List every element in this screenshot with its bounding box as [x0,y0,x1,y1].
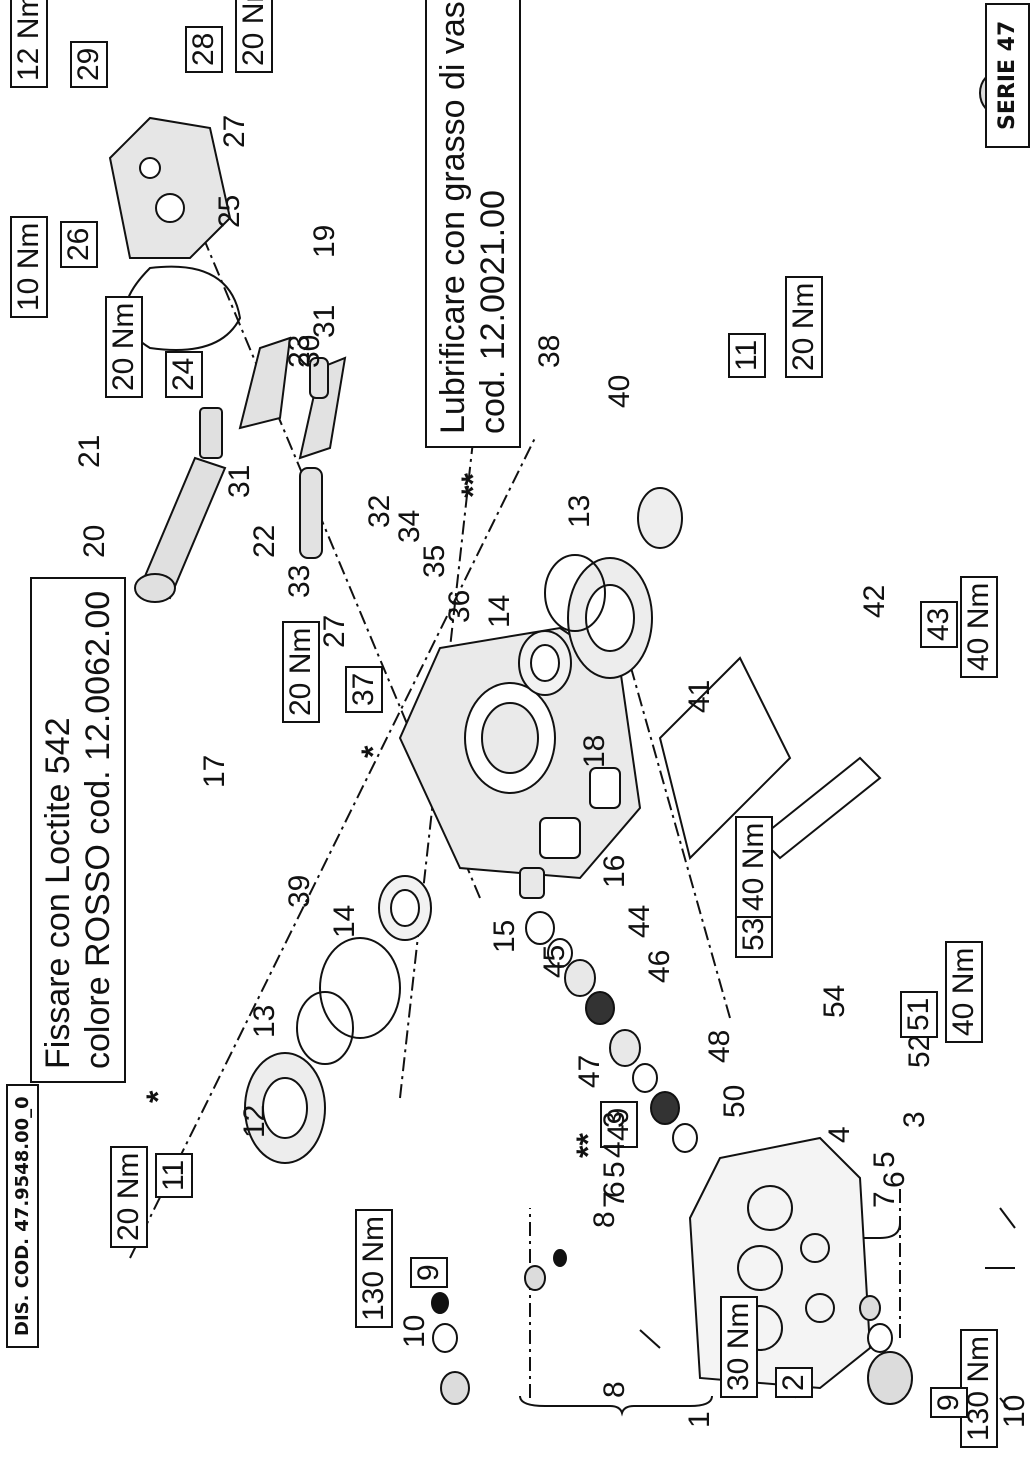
note-grease: Lubrificare con grasso di vaselina cod. … [425,0,521,448]
part-9-top: 9 [410,1257,448,1288]
part-label-38: 38 [533,334,566,368]
part-label-5: 5 [868,1151,901,1168]
part-label-22: 22 [248,524,281,558]
part-label-4: 4 [823,1126,856,1143]
pump-head [688,1136,872,1390]
part-label-10: 10 [998,1394,1030,1428]
part-label-21: 21 [73,434,106,468]
part-label-52: 52 [903,1034,936,1068]
torque-51: 40 Nm [945,940,983,1043]
part-label-7: 7 [598,1191,631,1208]
part-label-39: 39 [283,874,316,908]
part-label-7: 7 [868,1191,901,1208]
part-43: 43 [920,600,958,648]
note-loctite-line2: colore ROSSO cod. 12.0062.00 [79,590,117,1069]
part-label-13: 13 [248,1004,281,1038]
part-26: 26 [60,220,98,268]
torque-26: 10 Nm [10,215,48,318]
marker-37: * [355,745,391,758]
rings [296,487,683,1065]
note-loctite: Fissare con Loctite 542 colore ROSSO cod… [30,576,126,1083]
seal-stack [519,867,698,1153]
connecting-rod [238,336,347,559]
series-label: SERIE 47 [995,20,1020,130]
part-label-13: 13 [563,494,596,528]
part-label-18: 18 [578,734,611,768]
part-label-30: 30 [293,334,326,368]
part-label-3: 3 [898,1111,931,1128]
part-label-16: 16 [598,854,631,888]
part-label-41: 41 [683,679,716,713]
part-label-4: 4 [598,1141,631,1158]
part-label-8: 8 [598,1381,631,1398]
rear-cover [108,116,232,259]
part-label-17: 17 [198,754,231,788]
torque-9-top: 130 Nm [355,1208,393,1328]
part-label-25: 25 [213,194,246,228]
part-label-27: 27 [218,114,251,148]
part-label-36: 36 [443,589,476,623]
part-label-3: 3 [598,1111,631,1128]
part-label-5: 5 [598,1161,631,1178]
part-label-6: 6 [878,1171,911,1188]
part-label-35: 35 [418,544,451,578]
part-24: 24 [165,350,203,398]
part-label-44: 44 [623,904,656,938]
part-11-left: 11 [155,1152,193,1198]
part-label-34: 34 [393,509,426,543]
bearings [378,630,572,941]
torque-37: 20 Nm [282,620,320,723]
torque-11-right: 20 Nm [785,275,823,378]
part-label-40: 40 [603,374,636,408]
torque-11-left: 20 Nm [110,1145,148,1248]
part-label-27: 27 [318,614,351,648]
part-label-48: 48 [703,1029,736,1063]
crankshaft [134,407,227,603]
note-grease-marker: ** [455,473,491,498]
part-label-42: 42 [858,584,891,618]
part-28: 28 [185,25,223,73]
part-label-10: 10 [398,1314,431,1348]
part-label-45: 45 [538,944,571,978]
crankcase [398,626,642,880]
part-label-14: 14 [328,904,361,938]
note-loctite-line1: Fissare con Loctite 542 [39,717,77,1069]
part-label-31: 31 [223,464,256,498]
part-label-1: 1 [683,1411,716,1428]
part-37: 37 [345,665,383,713]
part-label-33: 33 [283,564,316,598]
part-label-46: 46 [643,949,676,983]
part-label-19: 19 [308,224,341,258]
series-box: SERIE 47 [985,2,1030,148]
torque-53: 40 Nm [735,815,773,918]
part-2: 2 [775,1367,813,1398]
torque-29: 12 Nm [10,0,48,88]
part-9-bottom: 9 [930,1387,968,1418]
part-label-8: 8 [588,1211,621,1228]
note-grease-line2: cod. 12.0021.00 [474,190,512,434]
part-label-14: 14 [483,594,516,628]
part-label-12: 12 [238,1104,271,1138]
note-loctite-marker: * [140,1090,176,1103]
torque-2: 30 Nm [720,1295,758,1398]
part-label-47: 47 [573,1054,606,1088]
torque-24: 20 Nm [105,295,143,398]
part-label-20: 20 [78,524,111,558]
bearing-covers [244,557,653,1164]
part-29: 29 [70,40,108,88]
part-label-50: 50 [718,1084,751,1118]
part-label-15: 15 [488,919,521,953]
part-11-right: 11 [728,332,766,378]
torque-28: 20 Nm [235,0,273,73]
note-grease-line1: Lubrificare con grasso di vaselina [434,0,472,434]
part-label-32: 32 [363,494,396,528]
part-label-31: 31 [308,304,341,338]
part-label-54: 54 [818,984,851,1018]
part-51: 51 [900,990,938,1038]
torque-43: 40 Nm [960,575,998,678]
